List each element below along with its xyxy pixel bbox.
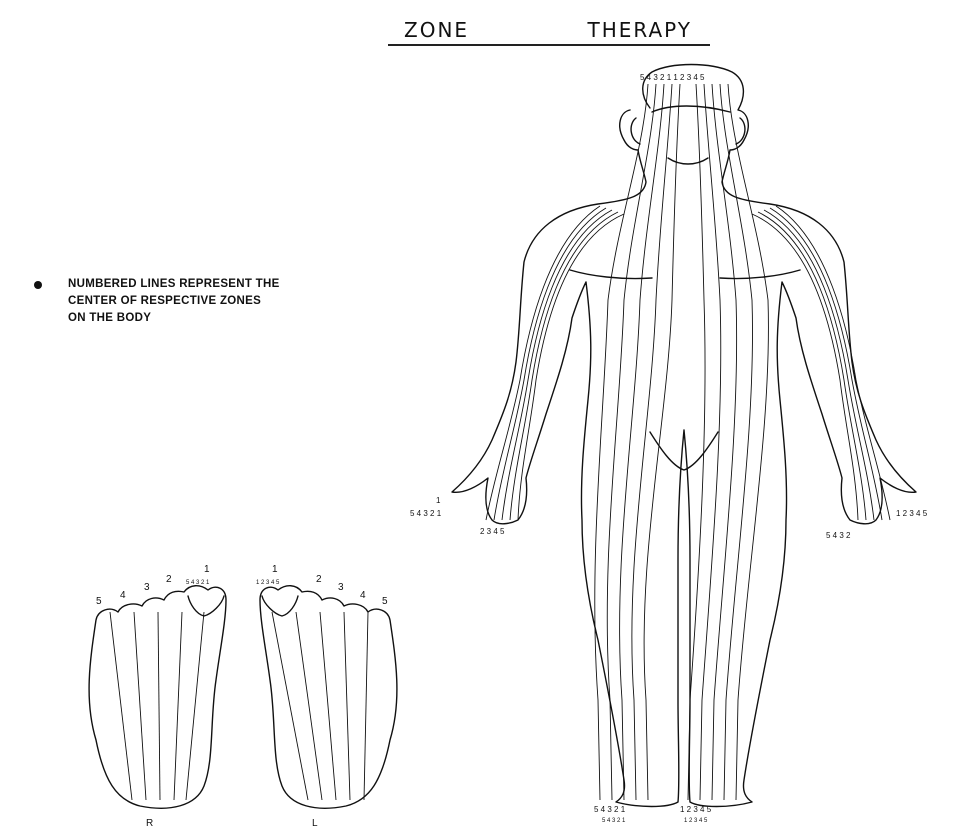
sole-l-digit-1: 1 <box>272 564 278 575</box>
sole-r-zone-2 <box>174 612 182 800</box>
right-big-toe <box>188 596 224 616</box>
label-right-foot-small: 5 4 3 2 1 <box>602 818 626 824</box>
label-left-hand-row: 1 2 3 4 5 <box>896 509 928 518</box>
zone-line-right-2 <box>607 84 656 800</box>
zone-line-right-5 <box>644 84 680 800</box>
label-right-foot-bottom: 5 4 3 2 1 <box>594 805 626 814</box>
sole-r-zone-4 <box>134 612 146 800</box>
left-sole-outline <box>260 586 397 808</box>
sole-l-zone-4 <box>344 612 350 800</box>
label-left-foot-bottom: 1 2 3 4 5 <box>680 805 712 814</box>
right-sole-outline <box>89 586 226 808</box>
sole-r-zone-3 <box>158 612 160 800</box>
zone-line-left-2 <box>720 84 753 800</box>
sole-r-digit-4: 4 <box>120 590 126 601</box>
sole-l-small: 1 2 3 4 5 <box>256 580 280 586</box>
label-right-hand-thumb: 1 <box>436 496 441 505</box>
sole-l-digit-3: 3 <box>338 582 344 593</box>
right-ear <box>631 118 640 144</box>
sole-l-zone-5 <box>364 612 368 800</box>
arm-line-right-2 <box>494 208 606 520</box>
label-right-hand-row: 5 4 3 2 1 <box>410 509 442 518</box>
sole-r-digit-2: 2 <box>166 574 172 585</box>
hairline <box>652 106 730 112</box>
arm-line-left-2 <box>770 208 882 520</box>
sole-l-zone-2 <box>296 612 322 800</box>
chin-line <box>668 158 708 164</box>
label-head-zones: 5 4 3 2 1 1 2 3 4 5 <box>640 73 705 82</box>
chest-left <box>720 270 800 279</box>
sole-r-letter: R <box>146 818 153 828</box>
sole-l-digit-2: 2 <box>316 574 322 585</box>
zone-line-left-4 <box>700 84 721 800</box>
sole-r-digit-3: 3 <box>144 582 150 593</box>
body-outline <box>452 65 916 807</box>
zone-line-left-3 <box>712 84 737 800</box>
sole-r-digit-1: 1 <box>204 564 210 575</box>
sole-l-digit-4: 4 <box>360 590 366 601</box>
label-left-hand-fingers: 5 4 3 2 <box>826 531 851 540</box>
sole-l-letter: L <box>312 818 318 828</box>
sole-l-zone-3 <box>320 612 336 800</box>
sole-r-zone-5 <box>110 612 132 800</box>
label-left-foot-small: 1 2 3 4 5 <box>684 818 708 824</box>
sole-r-zone-1 <box>186 612 204 800</box>
left-big-toe <box>262 596 298 616</box>
sole-l-digit-5: 5 <box>382 596 388 607</box>
sole-r-digit-5: 5 <box>96 596 102 607</box>
sole-r-small: 5 4 3 2 1 <box>186 580 210 586</box>
zone-lines <box>110 84 890 800</box>
label-right-hand-fingers: 2 3 4 5 <box>480 527 505 536</box>
